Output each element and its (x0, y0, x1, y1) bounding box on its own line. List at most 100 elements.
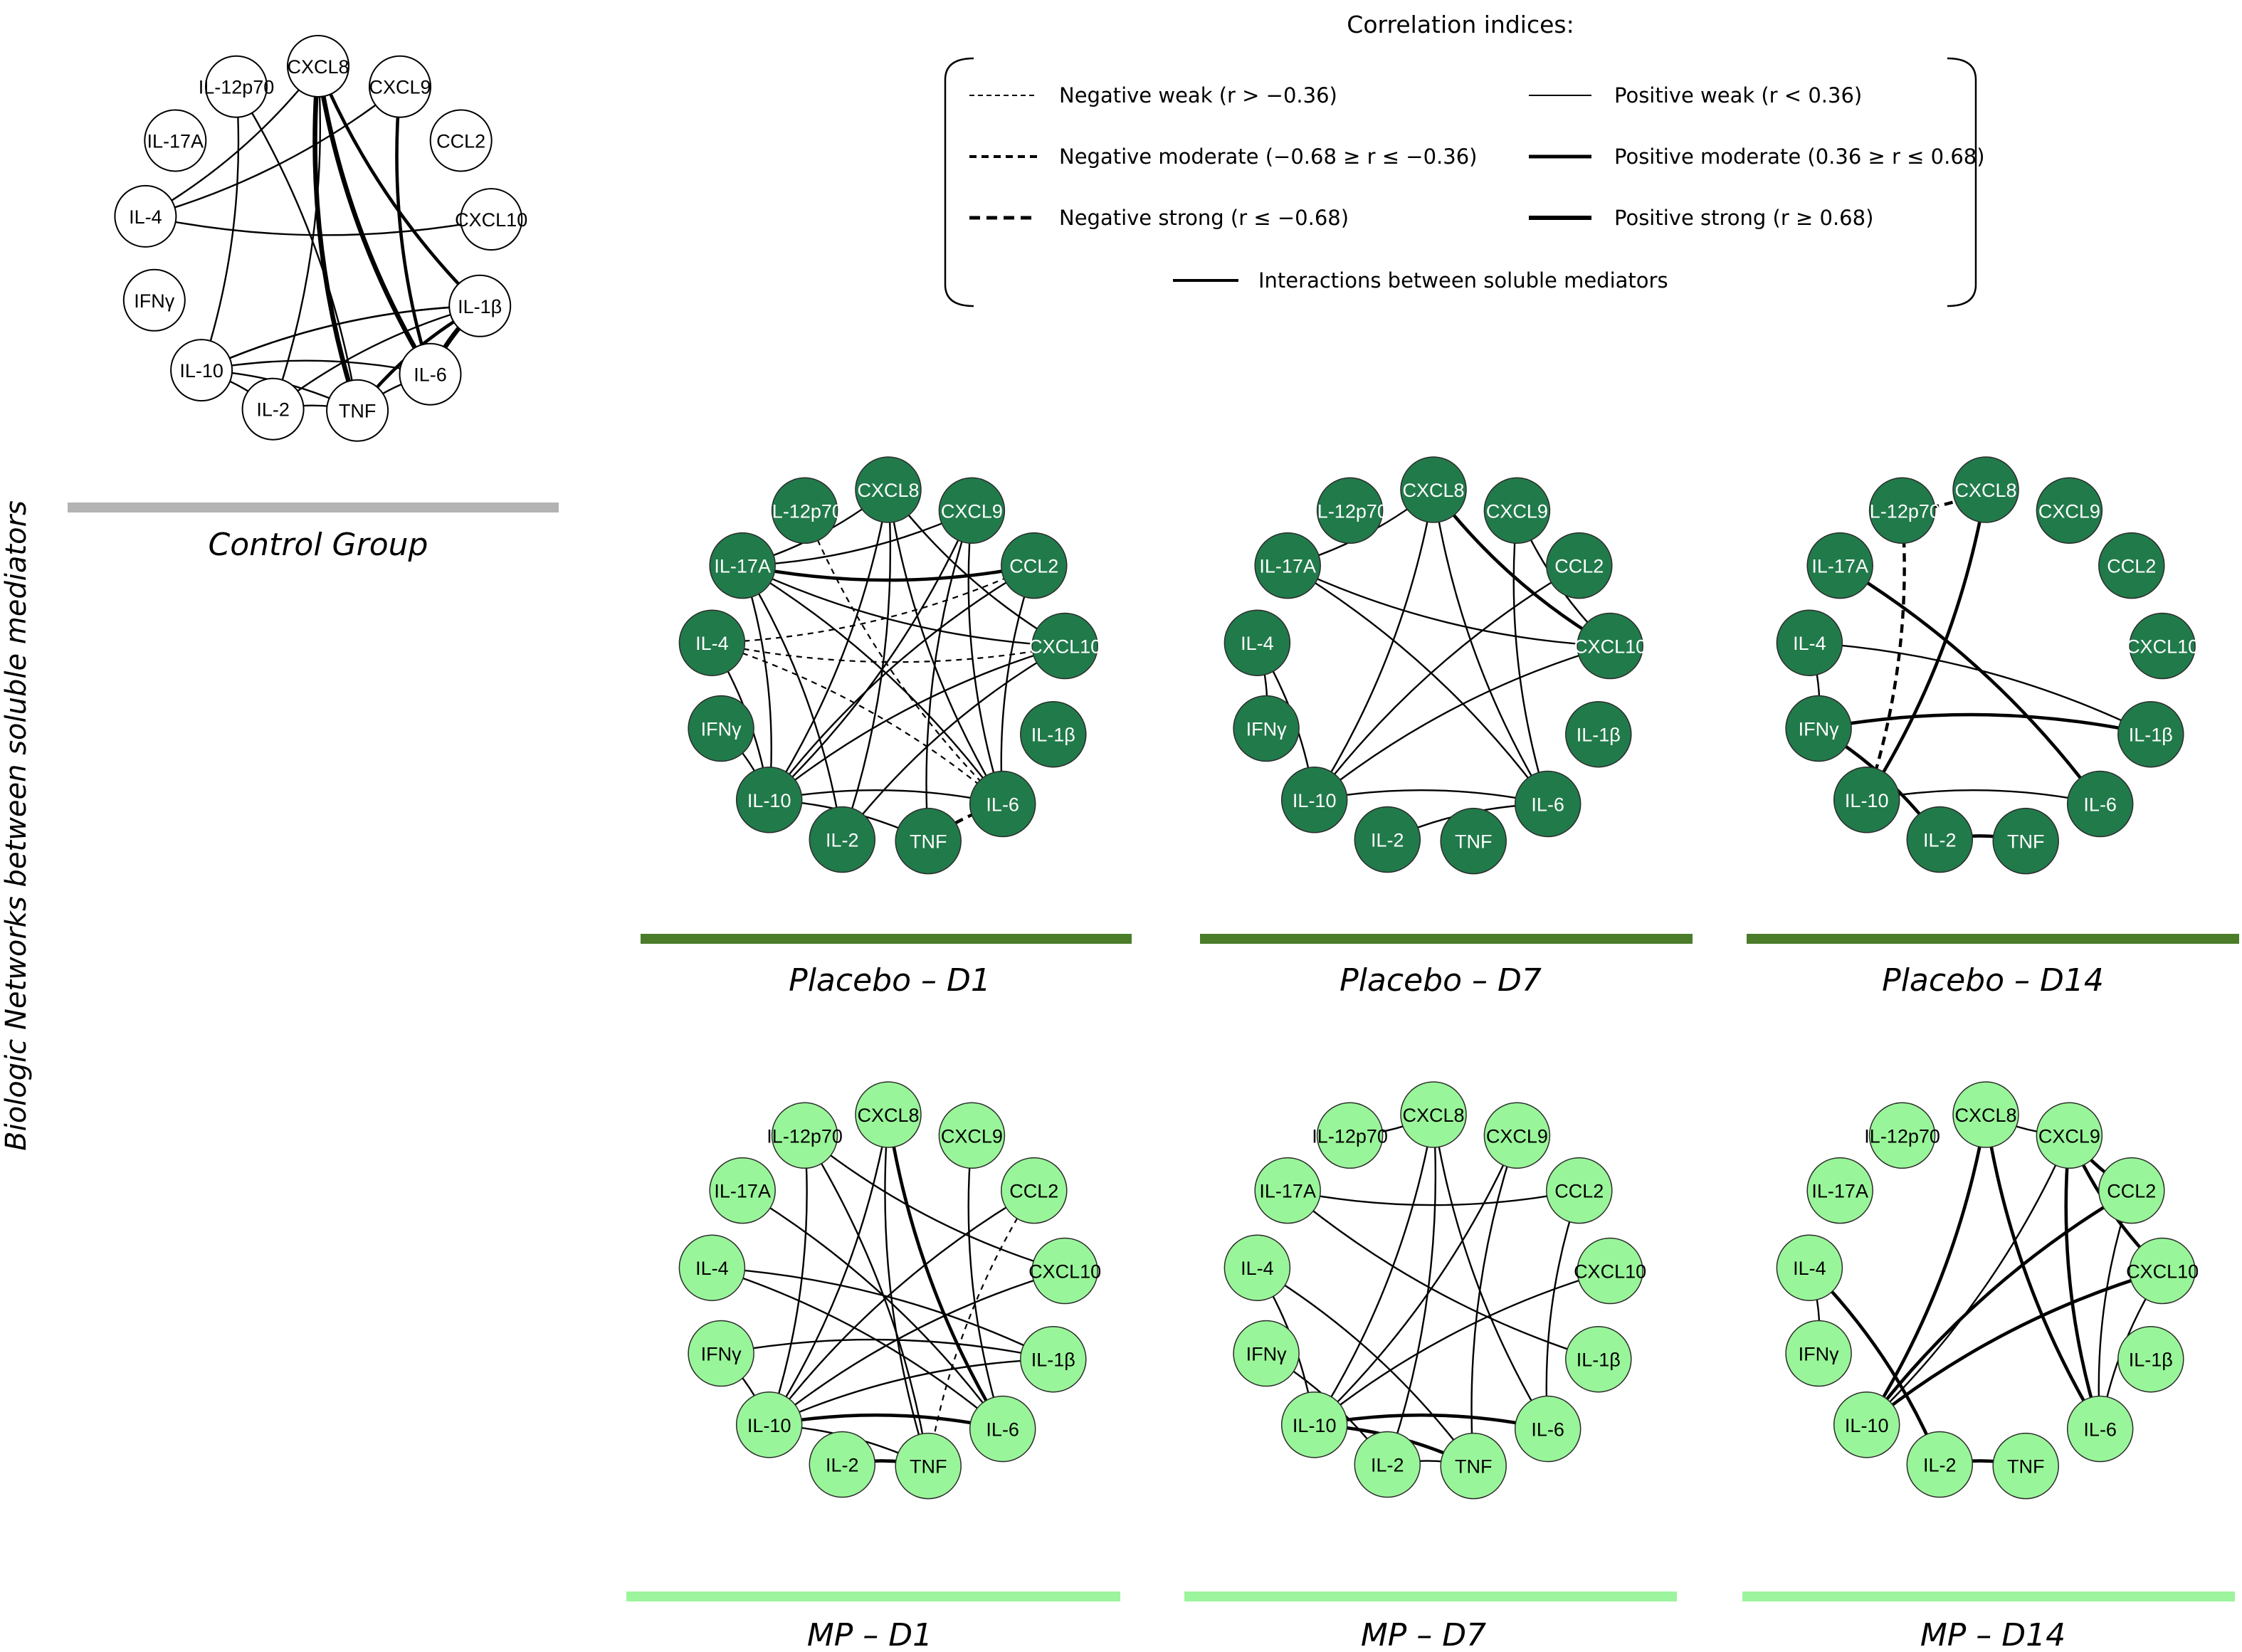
node-label: CCL2 (1009, 1181, 1058, 1202)
node-label: IL-4 (129, 206, 162, 228)
edge-cxcl9-il-10 (768, 510, 973, 801)
edge-il-17a-cxcl10 (1287, 564, 1611, 647)
node-il-2: IL-2 (1906, 1431, 1974, 1498)
node-circle (735, 767, 803, 833)
node-circle (2129, 612, 2196, 680)
node-label: IL-2 (1923, 830, 1957, 851)
nodes: IL-12p70CXCL8CXCL9CCL2CXCL10IL-1βIL-6TNF… (1223, 456, 1646, 875)
node-circle (144, 109, 207, 172)
node-ccl2: CCL2 (429, 109, 493, 172)
node-ifng: IFNγ (1785, 1320, 1852, 1387)
node-label: IL-17A (1259, 1181, 1316, 1202)
node-cxcl9: CXCL9 (1483, 477, 1551, 544)
node-circle (2117, 700, 2184, 768)
node-label: CXCL8 (287, 56, 349, 78)
node-il-17a: IL-17A (1806, 532, 1873, 599)
node-label: IL-2 (826, 830, 859, 851)
edges (1256, 1113, 1611, 1468)
node-cxcl9: CXCL9 (2036, 1102, 2103, 1169)
node-label: IL-6 (986, 794, 1019, 816)
node-label: CXCL8 (1402, 1105, 1464, 1126)
edge-il-10-il-1b (201, 305, 480, 372)
node-il-1b: IL-1β (448, 274, 512, 337)
node-circle (1483, 477, 1551, 544)
nodes: IL-12p70CXCL8CXCL9CCL2CXCL10IL-1βIL-6TNF… (1776, 1081, 2199, 1500)
node-label: IFNγ (1799, 719, 1839, 740)
legend: Correlation indices: Negative weak (r > … (944, 11, 1985, 307)
node-circle (2036, 477, 2103, 544)
node-il-6: IL-6 (399, 342, 462, 406)
node-il-10: IL-10 (1833, 1391, 1900, 1458)
node-circle (1785, 695, 1852, 762)
node-circle (895, 807, 962, 875)
node-circle (1223, 1234, 1291, 1301)
edge-ccl2-il-6 (1000, 565, 1035, 804)
edge-ccl2-il-10 (768, 1189, 1035, 1426)
node-il-17a: IL-17A (144, 109, 207, 172)
edge-cxcl8-il-6 (1984, 1114, 2102, 1430)
edge-il-17a-cxcl10 (742, 564, 1065, 647)
node-circle (1254, 1157, 1321, 1224)
node-il-1b: IL-1β (1565, 1325, 1632, 1393)
node-circle (1806, 532, 1873, 599)
node-label: IL-6 (2083, 1419, 2117, 1441)
node-label: IL-1β (2129, 1350, 2173, 1371)
panel-mp_d7: IL-12p70CXCL8CXCL9CCL2CXCL10IL-1βIL-6TNF… (1184, 1081, 1677, 1652)
node-circle (1565, 1325, 1632, 1393)
edge-il-12p70-cxcl10 (804, 1135, 1065, 1272)
node-il-6: IL-6 (1514, 1395, 1581, 1463)
legend-right-bracket (1947, 57, 1977, 307)
node-ccl2: CCL2 (1546, 532, 1613, 599)
node-circle (688, 695, 754, 762)
node-circle (1514, 1395, 1581, 1463)
node-circle (678, 1234, 746, 1301)
edge-cxcl8-tnf (884, 1114, 930, 1466)
node-il-2: IL-2 (1906, 806, 1974, 873)
node-label: IL-6 (986, 1419, 1019, 1441)
node-circle (1483, 1102, 1551, 1169)
node-circle (688, 1320, 754, 1387)
node-tnf: TNF (1440, 1432, 1507, 1500)
node-il-10: IL-10 (1280, 1391, 1348, 1458)
node-circle (709, 1157, 776, 1224)
edge-il-17a-il-10 (742, 565, 772, 800)
node-circle (2036, 1102, 2103, 1169)
node-circle (855, 456, 922, 523)
edge-cxcl9-il-4 (145, 85, 401, 218)
node-ccl2: CCL2 (1001, 1157, 1068, 1224)
node-ifng: IFNγ (688, 1320, 754, 1387)
group-bar (626, 1592, 1120, 1601)
panel-placebo_d14: IL-12p70CXCL8CXCL9CCL2CXCL10IL-1βIL-6TNF… (1747, 456, 2239, 999)
node-circle (205, 55, 268, 118)
node-circle (1868, 1102, 1936, 1169)
edge-il-10-il-6 (769, 789, 1003, 805)
node-circle (1001, 1157, 1068, 1224)
node-il-4: IL-4 (1776, 1234, 1843, 1301)
group-label: MP – D1 (807, 1617, 932, 1652)
node-cxcl9: CXCL9 (2036, 477, 2103, 544)
node-circle (735, 1391, 803, 1458)
node-label: IL-1β (1031, 1350, 1075, 1371)
node-circle (771, 1102, 838, 1169)
node-circle (1906, 1431, 1974, 1498)
node-circle (326, 379, 389, 442)
node-il-10: IL-10 (1833, 767, 1900, 833)
node-label: IL-17A (1811, 1181, 1868, 1202)
node-circle (809, 1431, 876, 1498)
node-il-1b: IL-1β (1565, 700, 1632, 768)
edge-cxcl8-il-6 (1432, 489, 1549, 805)
node-il-1b: IL-1β (1020, 700, 1087, 768)
node-label: IL-2 (1371, 1455, 1404, 1476)
edge-cxcl8-il-2 (272, 65, 322, 410)
node-circle (1400, 456, 1467, 523)
node-label: IL-6 (2083, 794, 2117, 816)
legend-title: Correlation indices: (1347, 11, 1574, 38)
node-cxcl8: CXCL8 (855, 456, 922, 523)
node-label: IL-10 (747, 1415, 791, 1436)
node-label: IFNγ (701, 719, 742, 740)
edge-il-4-il-1b (1809, 642, 2152, 735)
edge-il-17a-il-6 (742, 564, 1004, 805)
edge-il-4-tnf (1256, 1267, 1475, 1467)
node-label: CCL2 (2107, 556, 2156, 577)
group-bar (1184, 1592, 1677, 1601)
